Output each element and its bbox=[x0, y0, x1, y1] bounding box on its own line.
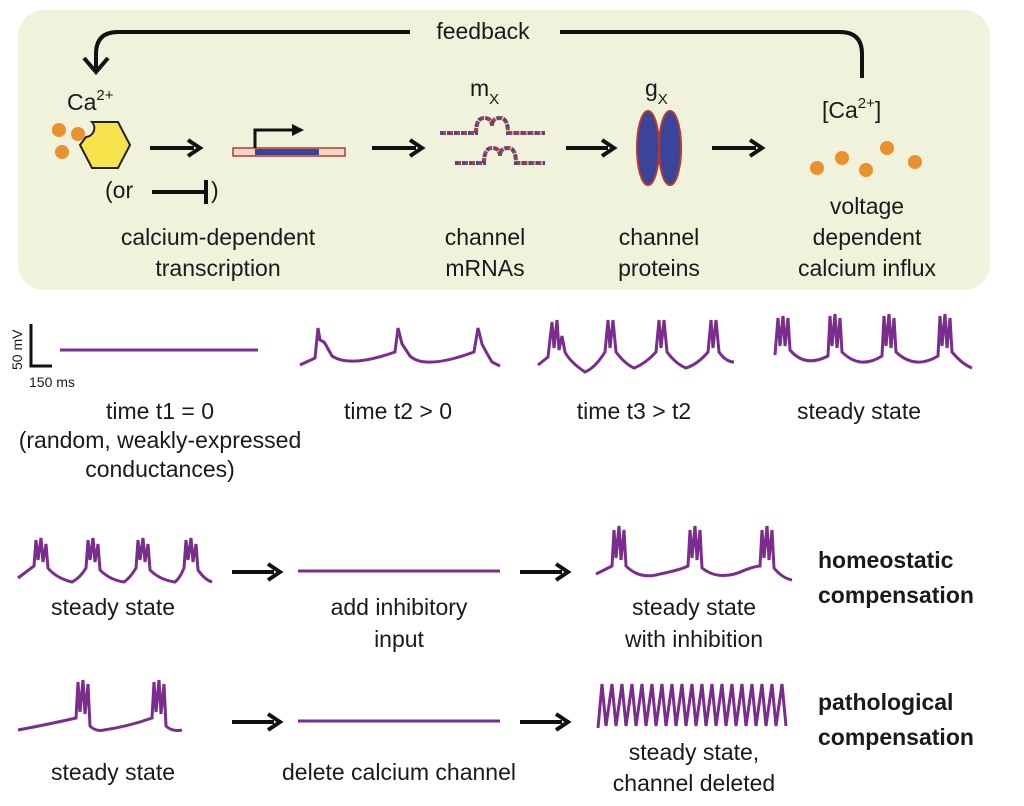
mrna-label-1: channel bbox=[445, 224, 526, 250]
transcription-label-1: calcium-dependent bbox=[121, 224, 316, 250]
feedback-label: feedback bbox=[436, 18, 530, 44]
t1-label-1: time t1 = 0 bbox=[106, 398, 214, 424]
mrna-icon bbox=[440, 115, 545, 165]
homeostatic-after-label-2: with inhibition bbox=[624, 626, 763, 652]
transcription-label-2: transcription bbox=[155, 255, 280, 281]
pathological-before-label: steady state bbox=[51, 759, 175, 785]
homeostatic-perturb-label-1: add inhibitory bbox=[331, 594, 468, 620]
pathological-title-2: compensation bbox=[818, 724, 974, 750]
scale-bar-time: 150 ms bbox=[29, 374, 75, 390]
trace-t2 bbox=[299, 327, 501, 368]
gene-promoter-icon bbox=[232, 124, 346, 157]
t1-label-2: (random, weakly-expressed bbox=[19, 427, 302, 453]
homeostatic-title-2: compensation bbox=[818, 582, 974, 608]
pathway-panel: feedback Ca2+ (or ) calcium-depe bbox=[18, 10, 990, 290]
pathological-after-trace bbox=[596, 683, 788, 729]
steady-state-label: steady state bbox=[797, 398, 921, 424]
influx-label-2: dependent bbox=[813, 224, 922, 250]
t1-label-3: conductances) bbox=[85, 456, 235, 482]
t2-label: time t2 > 0 bbox=[344, 398, 452, 424]
pathological-after-label-2: channel deleted bbox=[613, 770, 775, 796]
pathological-before-trace bbox=[17, 679, 183, 732]
mrna-label-2: mRNAs bbox=[445, 255, 524, 281]
mrna-symbol: mX bbox=[470, 75, 499, 108]
calcium-label: Ca2+ bbox=[67, 87, 114, 115]
homeostatic-before-label: steady state bbox=[51, 594, 175, 620]
feedback-arrow-icon bbox=[82, 30, 864, 78]
channel-protein-icon bbox=[636, 110, 682, 186]
homeostatic-perturb-label-2: input bbox=[374, 626, 424, 652]
pathological-title-1: pathological bbox=[818, 689, 953, 715]
pathological-perturb-label: delete calcium channel bbox=[282, 759, 516, 785]
scale-bar-voltage: 50 mV bbox=[9, 329, 25, 370]
trace-steady-state bbox=[773, 313, 973, 370]
repression-icon bbox=[152, 180, 208, 204]
trace-t3 bbox=[537, 319, 735, 374]
calcium-sensor-icon bbox=[52, 121, 132, 169]
calcium-ions-icon bbox=[810, 141, 922, 177]
protein-label-1: channel bbox=[619, 224, 700, 250]
homeostatic-after-label-1: steady state bbox=[632, 594, 756, 620]
or-close-label: ) bbox=[211, 177, 219, 203]
influx-label-3: calcium influx bbox=[798, 255, 937, 281]
influx-label-1: voltage bbox=[830, 193, 904, 219]
protein-label-2: proteins bbox=[618, 255, 700, 281]
calcium-concentration-label: [Ca2+] bbox=[822, 95, 881, 123]
scale-bar: 50 mV 150 ms bbox=[9, 324, 75, 390]
or-label: (or bbox=[105, 177, 133, 203]
homeostatic-title-1: homeostatic bbox=[818, 547, 954, 573]
pathological-after-label-1: steady state, bbox=[629, 739, 759, 765]
homeostatic-after-trace bbox=[595, 525, 793, 582]
t3-label: time t3 > t2 bbox=[577, 398, 691, 424]
conductance-symbol: gX bbox=[645, 75, 668, 108]
homeostatic-before-trace bbox=[17, 537, 213, 584]
